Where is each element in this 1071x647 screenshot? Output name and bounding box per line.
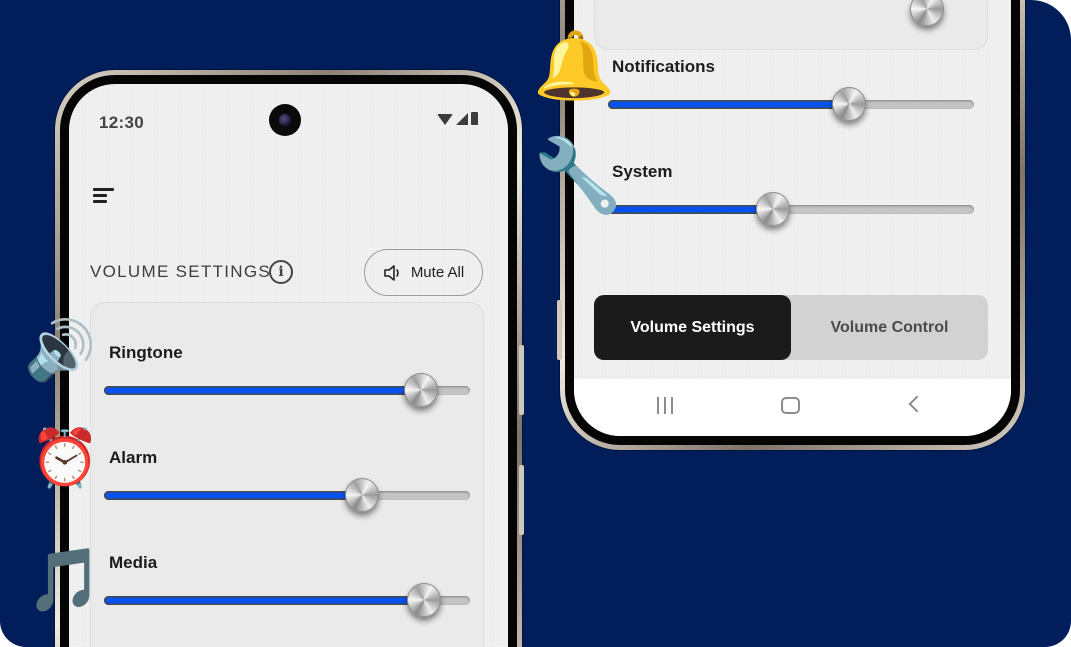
- notifications-slider[interactable]: [608, 87, 974, 121]
- mute-all-button[interactable]: Mute All: [364, 249, 483, 296]
- notifications-label: Notifications: [612, 57, 715, 76]
- alarm-slider-thumb[interactable]: [345, 478, 379, 512]
- recents-button[interactable]: [657, 397, 673, 414]
- info-icon[interactable]: i: [269, 260, 293, 284]
- system-slider-fill: [608, 205, 774, 214]
- front-camera: [269, 104, 301, 136]
- home-button[interactable]: [781, 397, 800, 414]
- tab-segmented-control: Volume Settings Volume Control: [594, 295, 988, 360]
- bell-3d-icon: 🔔: [533, 28, 616, 102]
- speaker-icon: [384, 264, 399, 281]
- ringtone-slider[interactable]: [104, 373, 470, 407]
- tab-volume-control[interactable]: Volume Control: [830, 318, 949, 336]
- music-note-3d-icon: 🎵: [26, 546, 104, 615]
- power-button: [519, 465, 524, 535]
- alarm-label: Alarm: [109, 448, 158, 467]
- notifications-slider-thumb[interactable]: [832, 87, 866, 121]
- system-slider[interactable]: [608, 192, 974, 226]
- media-slider[interactable]: [104, 583, 470, 617]
- speaker-3d-icon: 🔊: [24, 318, 97, 383]
- hamburger-menu-icon[interactable]: [93, 188, 115, 204]
- mute-all-label: Mute All: [410, 264, 465, 281]
- tab-volume-settings[interactable]: Volume Settings: [594, 295, 791, 360]
- status-icons: [437, 112, 478, 125]
- ringtone-label: Ringtone: [109, 343, 183, 362]
- battery-icon: [471, 112, 478, 125]
- system-nav-bar: [574, 379, 1011, 436]
- notifications-slider-fill: [608, 100, 851, 109]
- left-phone: 12:30 VOLUME SETTINGS i Mute All Rington…: [55, 70, 524, 647]
- left-screen: 12:30 VOLUME SETTINGS i Mute All Rington…: [69, 84, 508, 647]
- partial-slider-thumb[interactable]: [910, 0, 944, 26]
- ringtone-slider-thumb[interactable]: [404, 373, 438, 407]
- system-label: System: [612, 162, 673, 181]
- system-slider-thumb[interactable]: [756, 192, 790, 226]
- alarm-clock-3d-icon: ⏰: [30, 426, 100, 489]
- alarm-slider[interactable]: [104, 478, 470, 512]
- signal-icon: [456, 113, 468, 125]
- right-phone: Notifications System Volume Settings Vol…: [557, 0, 1025, 450]
- media-label: Media: [109, 553, 158, 572]
- right-screen: Notifications System Volume Settings Vol…: [574, 0, 1011, 436]
- wifi-icon: [437, 114, 453, 125]
- side-button: [557, 300, 562, 360]
- volume-button: [519, 345, 524, 415]
- wrench-3d-icon: 🔧: [533, 136, 623, 216]
- alarm-slider-fill: [104, 491, 362, 500]
- status-time: 12:30: [99, 113, 144, 132]
- page-title: VOLUME SETTINGS: [90, 262, 272, 281]
- back-button[interactable]: [908, 395, 926, 413]
- media-slider-fill: [104, 596, 424, 605]
- media-slider-thumb[interactable]: [407, 583, 441, 617]
- ringtone-slider-fill: [104, 386, 422, 395]
